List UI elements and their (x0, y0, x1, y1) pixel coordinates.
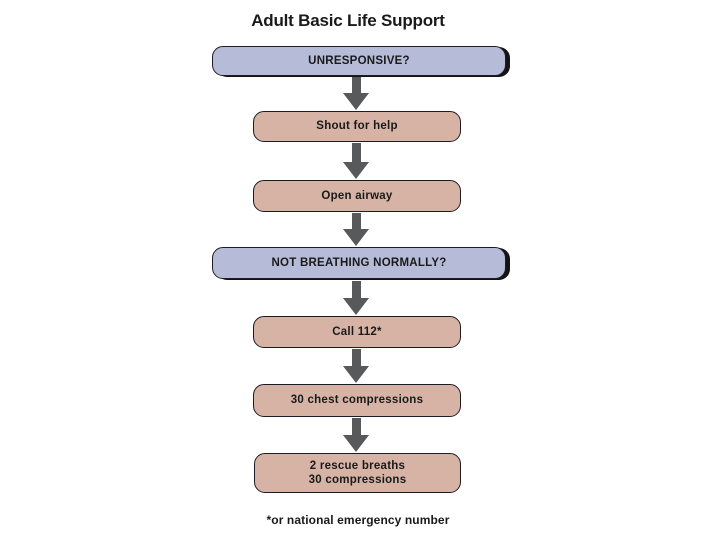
flow-node-open-airway: Open airway (253, 180, 461, 212)
flow-node-30-chest-compressions: 30 chest compressions (253, 384, 461, 417)
flow-node-call-112: Call 112* (253, 316, 461, 348)
flow-node-label: NOT BREATHING NORMALLY? (271, 256, 447, 269)
arrow-head (343, 435, 369, 452)
arrow-head (343, 229, 369, 246)
flow-node-rescue-breaths-compressions: 2 rescue breaths 30 compressions (254, 453, 461, 493)
flow-node-label: Shout for help (316, 120, 398, 133)
arrow-stem (351, 213, 361, 229)
arrow-stem (351, 77, 361, 93)
flow-node-label: Open airway (321, 189, 393, 202)
flow-node-shout-for-help: Shout for help (253, 111, 461, 142)
down-arrow (342, 143, 370, 179)
flow-node-label: 2 rescue breaths 30 compressions (308, 459, 407, 486)
down-arrow (342, 77, 370, 110)
arrow-stem (351, 349, 361, 366)
flow-node-label: UNRESPONSIVE? (308, 54, 410, 67)
down-arrow (342, 349, 370, 383)
down-arrow (342, 281, 370, 315)
arrow-head (343, 298, 369, 315)
arrow-stem (351, 281, 361, 298)
arrow-stem (351, 143, 361, 162)
arrow-head (343, 366, 369, 383)
arrow-head (343, 93, 369, 110)
down-arrow (342, 213, 370, 246)
flow-node-label: Call 112* (332, 325, 382, 338)
arrow-head (343, 162, 369, 179)
flow-node-not-breathing-normally: NOT BREATHING NORMALLY? (212, 247, 506, 279)
down-arrow (342, 418, 370, 452)
arrow-stem (351, 418, 361, 435)
footnote: *or national emergency number (266, 513, 450, 527)
flow-node-label: 30 chest compressions (290, 394, 424, 407)
flow-node-unresponsive: UNRESPONSIVE? (212, 46, 506, 76)
diagram-title: Adult Basic Life Support (251, 11, 445, 30)
